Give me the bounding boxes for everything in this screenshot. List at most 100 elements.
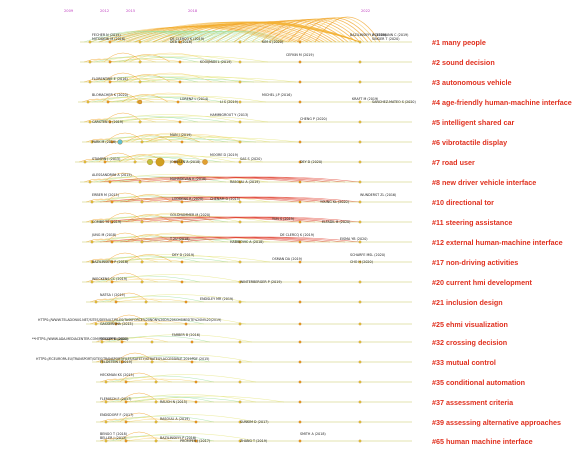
node-label: ENDSDORF F (2017) — [100, 413, 134, 417]
cluster-label: #12 external human-machine interface — [432, 237, 563, 247]
citation-node — [358, 140, 362, 144]
node-label: BAZILINSKYY P (2020) — [350, 33, 387, 37]
citation-arc — [114, 320, 191, 325]
node-label: COLLEY M (2020) — [100, 336, 129, 341]
citation-arc — [120, 235, 271, 243]
citation-node — [108, 40, 112, 44]
citation-arc — [113, 57, 227, 63]
citation-node — [358, 439, 362, 443]
citation-arc — [83, 58, 115, 63]
citation-arc — [120, 135, 271, 143]
citation-node — [110, 280, 114, 284]
citation-arc — [78, 158, 110, 163]
citation-node — [117, 139, 123, 145]
citation-node — [110, 240, 114, 244]
citation-node — [194, 400, 198, 404]
cluster-label: #35 conditional automation — [432, 377, 526, 387]
citation-node — [120, 360, 124, 364]
citation-node — [144, 322, 148, 326]
citation-node — [238, 60, 242, 64]
cluster-label: #39 assessing alternative approaches — [432, 417, 562, 427]
citation-node — [358, 200, 362, 204]
citation-arc — [179, 236, 361, 243]
citation-node — [90, 200, 94, 204]
citation-arc — [85, 138, 117, 143]
url-label: HTTPS://WWW.TELADONUS.NET/SITES/DEFAULT/… — [38, 318, 222, 322]
node-label: DE CLERCQ K (2019) — [170, 36, 205, 41]
citation-arc — [100, 134, 243, 143]
citation-arc — [105, 335, 211, 343]
citation-arc — [99, 418, 131, 423]
node-label: YUN S (2019) — [272, 216, 295, 221]
node-label: LORENZ L (2014) — [180, 96, 209, 101]
citation-node — [90, 140, 94, 144]
citation-arc — [110, 238, 187, 243]
citation-node — [298, 240, 302, 244]
citation-arc — [93, 154, 236, 163]
citation-node — [90, 280, 94, 284]
citation-node — [154, 439, 158, 443]
node-label: FLEMISCH F (2017) — [100, 396, 132, 401]
citation-node — [147, 159, 153, 165]
cluster-label: #21 inclusion design — [432, 297, 503, 307]
node-label: ZHANG T (2019) — [240, 439, 268, 444]
citation-arc — [110, 278, 187, 283]
node-label: BELLER J (2013) — [100, 435, 127, 440]
citation-node — [298, 400, 302, 404]
citation-arc — [99, 317, 205, 325]
citation-arc — [109, 415, 215, 423]
cluster-label: #25 ehmi visualization — [432, 319, 508, 329]
citation-node — [108, 60, 112, 64]
citation-node — [238, 340, 242, 344]
citation-node — [180, 200, 184, 204]
citation-arc — [179, 216, 361, 223]
citation-node — [90, 240, 94, 244]
citation-arc — [95, 255, 201, 263]
citation-arc — [83, 78, 115, 83]
citation-node — [108, 80, 112, 84]
citation-arc — [98, 114, 241, 123]
citation-arc — [98, 74, 241, 83]
citation-node — [150, 360, 154, 364]
citation-node — [358, 80, 362, 84]
citation-node — [358, 240, 362, 244]
citation-node — [238, 80, 242, 84]
citation-arc — [99, 398, 131, 403]
citation-arc — [85, 198, 117, 203]
node-label: FECHER N (2015) — [92, 33, 121, 37]
citation-node — [124, 420, 128, 424]
citation-node — [298, 300, 302, 304]
cluster-label: #17 non-driving activities — [432, 257, 519, 267]
citation-arc — [88, 57, 157, 63]
citation-node — [138, 40, 142, 44]
node-label: HECKMAN KS (2015) — [100, 373, 134, 377]
citation-arc — [124, 398, 201, 403]
node-label: GASSERNMA (2015) — [100, 322, 133, 327]
citation-arc — [104, 397, 173, 403]
citation-arc — [118, 75, 269, 83]
node-label: RASOULI A (2019) — [230, 180, 260, 185]
citation-arc — [88, 177, 157, 183]
citation-nodes — [83, 40, 362, 443]
year-label: 2018 — [188, 9, 198, 13]
citation-node — [298, 260, 302, 264]
citation-arc — [120, 195, 271, 203]
node-label: STAMPIN J (2015) — [92, 156, 121, 161]
citation-node — [154, 380, 158, 384]
node-label: YOUNG KL (2020) — [320, 200, 349, 205]
citation-node — [298, 439, 302, 443]
citation-arc — [103, 158, 180, 163]
citation-node — [140, 260, 144, 264]
node-label: T 2U (2018) — [170, 236, 190, 241]
citation-arc — [104, 417, 173, 423]
citation-arc — [89, 320, 121, 325]
node-label: MITSIDEMI M (2016) — [92, 36, 126, 41]
citation-arc — [104, 377, 173, 383]
node-label: OSMAN DA (2019) — [272, 256, 303, 261]
node-label: ENDSLEY MR (2019) — [200, 296, 234, 301]
citation-arc — [96, 94, 239, 103]
citation-arc — [120, 255, 271, 263]
citation-node — [124, 439, 128, 443]
citation-node — [358, 322, 362, 326]
citation-node — [194, 380, 198, 384]
